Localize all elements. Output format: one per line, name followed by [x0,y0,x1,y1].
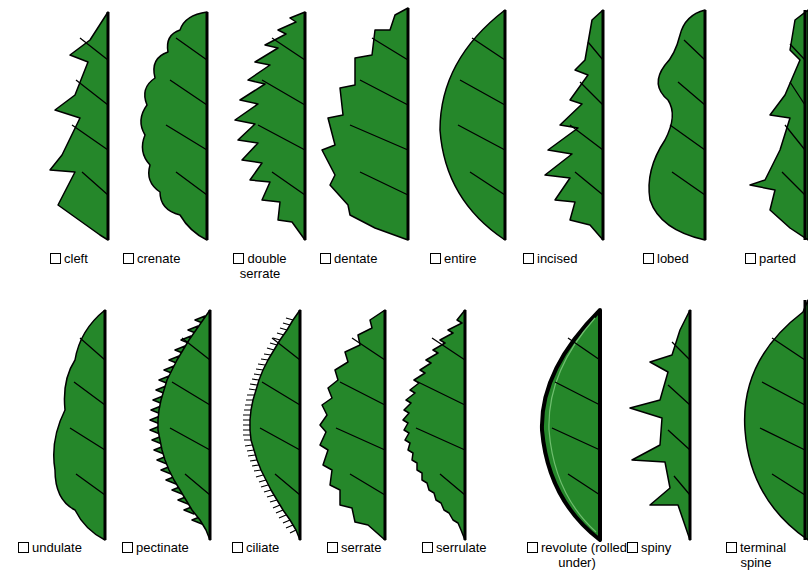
checkbox-symbol [422,542,433,553]
margin-label: crenate [123,251,180,266]
margin-type-name: spiny [641,540,671,555]
margin-label: cleft [50,251,88,266]
revolute-inner-edge [549,318,596,532]
terminal-spine-leaf [745,300,808,540]
checkbox-symbol [50,253,61,264]
revolute-leaf [542,310,600,540]
margin-type-name: lobed [657,251,689,266]
margin-type-name: parted [759,251,796,266]
margin-label: entire [430,251,477,266]
margin-label: dentate [320,251,377,266]
margin-type-name: cleft [64,251,88,266]
checkbox-symbol [643,253,654,264]
margin-type-name: crenate [137,251,180,266]
entire-leaf [440,10,505,240]
incised-leaf [545,10,603,240]
checkbox-symbol [232,542,243,553]
checkbox-symbol [745,253,756,264]
checkbox-symbol [18,542,29,553]
margin-label: revolute (rolled under) [527,540,627,570]
margin-label: serrulate [422,540,487,555]
margin-type-name: entire [444,251,477,266]
spiny-leaf [630,310,690,540]
leaf-midribs [105,8,805,540]
checkbox-symbol [320,253,331,264]
serrate-leaf [320,310,385,540]
margin-label: incised [523,251,577,266]
cleft-leaf [50,12,108,240]
dentate-leaf [322,8,408,240]
margin-type-name: ciliate [246,540,279,555]
margin-label: spiny [627,540,671,555]
margin-type-name: terminal spine [740,540,786,570]
margin-label: parted [745,251,796,266]
margin-type-name: serrulate [436,540,487,555]
parted-leaf [750,10,808,240]
checkbox-symbol [123,253,134,264]
checkbox-symbol [726,542,737,553]
pectinate-leaf [158,310,210,540]
leaf-veins [70,38,805,495]
serrulate-leaf [403,310,465,540]
margin-label: ciliate [232,540,279,555]
margin-label: pectinate [122,540,189,555]
margin-label: terminal spine [720,540,792,570]
margin-type-name: revolute (rolled under) [541,540,627,570]
checkbox-symbol [627,542,638,553]
checkbox-symbol [122,542,133,553]
checkbox-symbol [527,542,538,553]
checkbox-symbol [430,253,441,264]
margin-label: serrate [327,540,381,555]
margin-type-name: undulate [32,540,82,555]
lobed-leaf [649,10,705,240]
double-serrate-leaf [235,12,305,240]
margin-type-name: double serrate [240,251,287,281]
checkbox-symbol [523,253,534,264]
crenate-leaf [141,12,207,240]
margin-type-name: incised [537,251,577,266]
margin-label: lobed [643,251,689,266]
checkbox-symbol [233,253,244,264]
margin-type-name: dentate [334,251,377,266]
undulate-leaf [54,310,105,540]
checkbox-symbol [327,542,338,553]
margin-type-name: pectinate [136,540,189,555]
margin-type-name: serrate [341,540,381,555]
margin-label: double serrate [230,251,290,281]
margin-label: undulate [18,540,82,555]
